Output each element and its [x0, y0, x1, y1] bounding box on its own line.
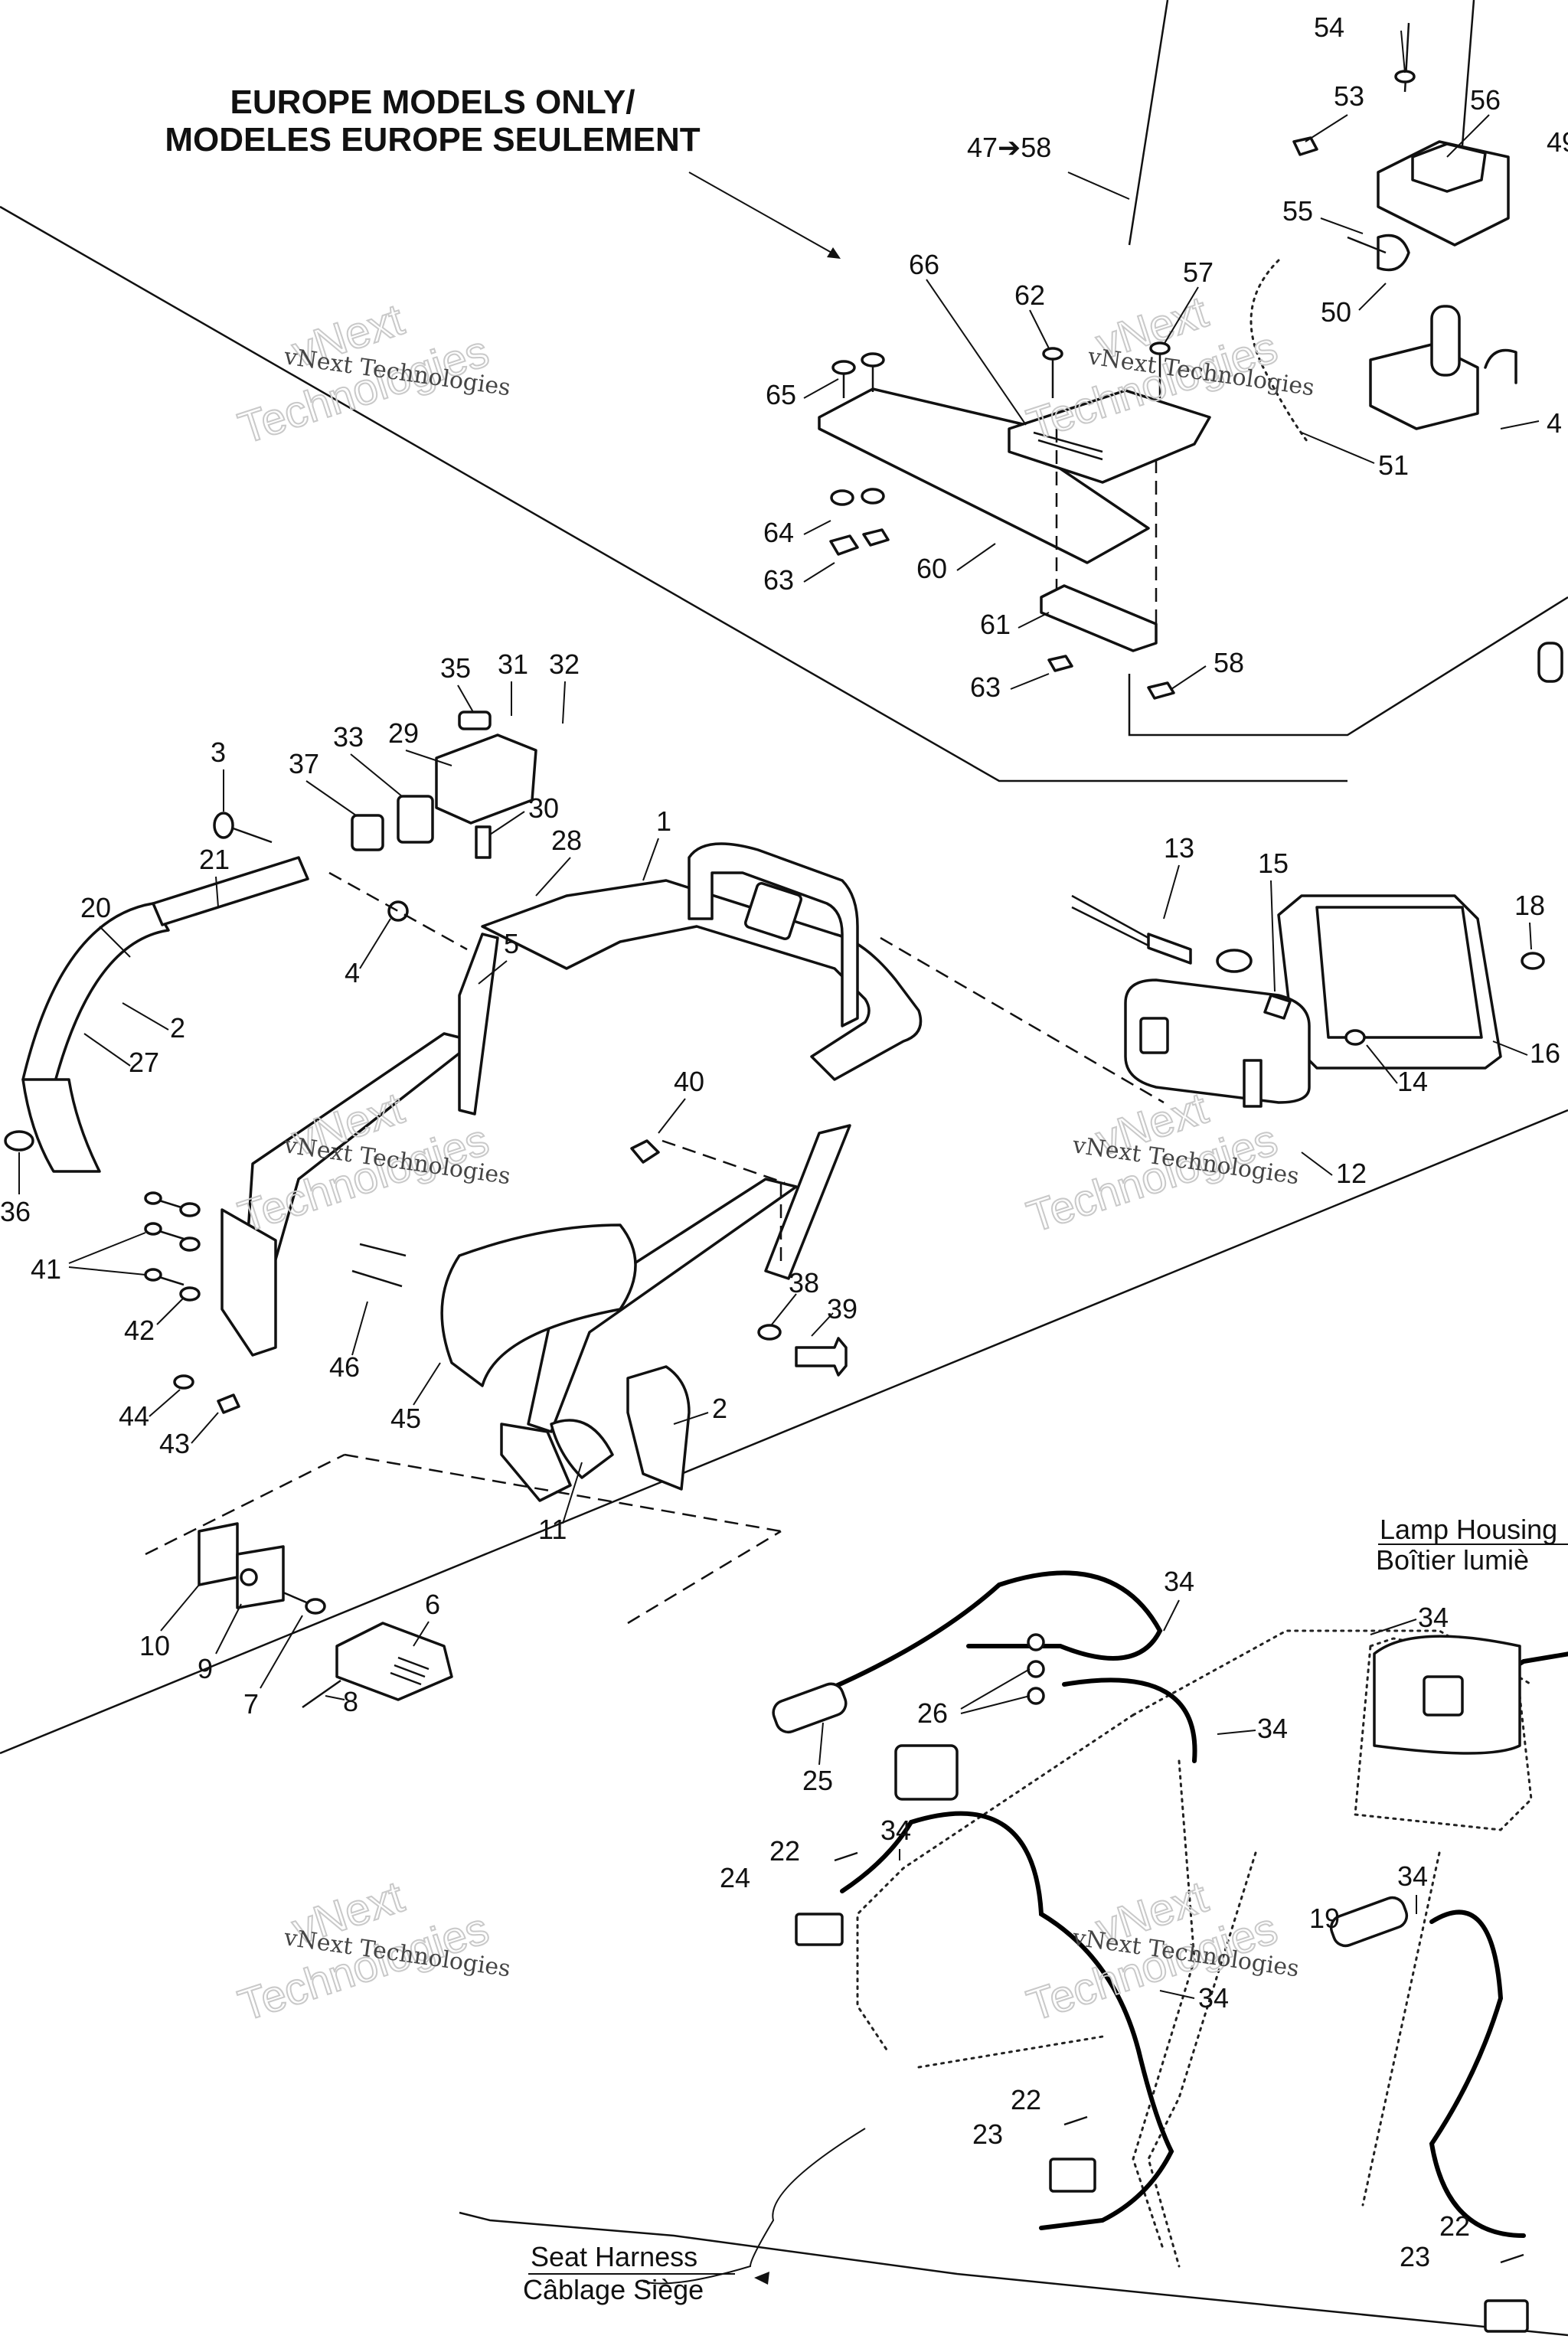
- callout-7: 7: [243, 1688, 259, 1720]
- callout-43: 43: [159, 1428, 190, 1459]
- callout-10: 10: [139, 1630, 170, 1661]
- callout-57: 57: [1183, 256, 1214, 288]
- callout-63b: 63: [970, 671, 1001, 703]
- rack-brackets: [220, 1139, 848, 1502]
- callout-37: 37: [289, 748, 319, 779]
- callout-23b: 23: [1400, 2241, 1430, 2272]
- europe-bracket-assembly: [818, 0, 1563, 700]
- callout-18: 18: [1514, 890, 1545, 921]
- small-bracket-kit: [145, 1453, 782, 1709]
- callout-13: 13: [1164, 832, 1194, 864]
- callout-22a: 22: [769, 1835, 800, 1867]
- callout-31: 31: [498, 648, 528, 680]
- callout-34b: 34: [1418, 1602, 1449, 1633]
- callout-55: 55: [1282, 195, 1313, 227]
- callout-4b: 4: [1547, 407, 1562, 439]
- lamp-housing-caption-en: Lamp Housing: [1380, 1514, 1557, 1545]
- callout-64: 64: [763, 517, 794, 548]
- callout-27: 27: [129, 1047, 159, 1078]
- callout-49: 49: [1547, 126, 1568, 158]
- callout-61: 61: [980, 609, 1011, 640]
- lamp-housing-caption-fr: Boîtier lumiè: [1376, 1544, 1529, 1576]
- callout-labels: 54 53 56 49 55 50 57 62 66 65 51 64 63 6…: [0, 11, 1568, 2272]
- callout-32: 32: [549, 648, 580, 680]
- callout-22c: 22: [1439, 2210, 1470, 2242]
- watermark-1: Technologies vNext vNext Technologies: [232, 294, 512, 455]
- tail-lamp-assembly: [1071, 894, 1545, 1108]
- leader-lines: [18, 30, 1540, 1999]
- callout-50: 50: [1321, 296, 1351, 328]
- watermark-6: Technologies vNext vNext Technologies: [1021, 1871, 1301, 2032]
- callout-46: 46: [329, 1351, 360, 1383]
- callout-8: 8: [343, 1686, 358, 1717]
- callout-9: 9: [198, 1653, 213, 1684]
- header-line1: EUROPE MODELS ONLY/: [230, 83, 635, 121]
- callout-63a: 63: [763, 564, 794, 596]
- callout-4: 4: [345, 957, 360, 988]
- callout-53: 53: [1334, 80, 1364, 112]
- callout-34d: 34: [880, 1815, 911, 1846]
- callout-2b: 2: [712, 1393, 727, 1424]
- callout-22b: 22: [1011, 2084, 1041, 2115]
- callout-41: 41: [31, 1253, 61, 1285]
- callout-58: 58: [1214, 647, 1244, 678]
- callout-36: 36: [0, 1196, 31, 1227]
- callout-45: 45: [390, 1403, 421, 1434]
- callout-44: 44: [119, 1400, 149, 1432]
- callout-35: 35: [440, 652, 471, 684]
- callout-12: 12: [1336, 1158, 1367, 1189]
- callout-26: 26: [917, 1697, 948, 1729]
- washer-icon: [829, 488, 1175, 700]
- callout-3: 3: [211, 737, 226, 768]
- bolt-icon: [831, 341, 1171, 398]
- seat-harness-caption-en: Seat Harness: [531, 2241, 697, 2272]
- switch-assembly: [351, 710, 537, 859]
- callout-51: 51: [1378, 449, 1409, 481]
- header-arrow: [688, 172, 839, 257]
- callout-34a: 34: [1164, 1566, 1194, 1597]
- callout-6: 6: [425, 1589, 440, 1620]
- callout-15: 15: [1258, 848, 1289, 879]
- callout-42: 42: [124, 1315, 155, 1346]
- callout-62: 62: [1014, 279, 1045, 311]
- callout-20: 20: [80, 892, 111, 923]
- callout-30: 30: [528, 792, 559, 824]
- callout-5: 5: [504, 928, 519, 959]
- callout-34f: 34: [1198, 1982, 1229, 2014]
- callout-11: 11: [538, 1514, 567, 1545]
- range-label: 47➔58: [967, 132, 1051, 163]
- callout-25: 25: [802, 1765, 833, 1796]
- callout-65: 65: [766, 379, 796, 410]
- header-line2: MODELES EUROPE SEULEMENT: [165, 121, 700, 158]
- callout-34c: 34: [1257, 1713, 1288, 1744]
- callout-2a: 2: [170, 1012, 185, 1044]
- callout-21: 21: [199, 844, 230, 875]
- callout-60: 60: [916, 553, 947, 584]
- left-handle: [4, 812, 468, 1173]
- callout-1: 1: [656, 805, 671, 837]
- callout-40: 40: [674, 1066, 704, 1097]
- seat-harness-caption-fr: Câblage Siège: [523, 2274, 704, 2305]
- callout-14: 14: [1397, 1066, 1428, 1097]
- callout-24: 24: [720, 1862, 750, 1893]
- watermark-5: Technologies vNext vNext Technologies: [232, 1871, 512, 2032]
- callout-16: 16: [1530, 1037, 1560, 1069]
- callout-33: 33: [333, 721, 364, 753]
- callout-34e: 34: [1397, 1860, 1428, 1892]
- wiring-harness: [772, 1570, 1568, 2333]
- callout-54: 54: [1314, 11, 1344, 43]
- callout-38: 38: [789, 1267, 819, 1298]
- callout-56: 56: [1470, 84, 1501, 116]
- callout-66: 66: [909, 249, 939, 280]
- callout-39: 39: [827, 1293, 858, 1325]
- callout-28: 28: [551, 825, 582, 856]
- callout-19: 19: [1309, 1903, 1340, 1934]
- callout-29: 29: [388, 717, 419, 749]
- caption-lines: [528, 1544, 1568, 2285]
- callout-23a: 23: [972, 2118, 1003, 2150]
